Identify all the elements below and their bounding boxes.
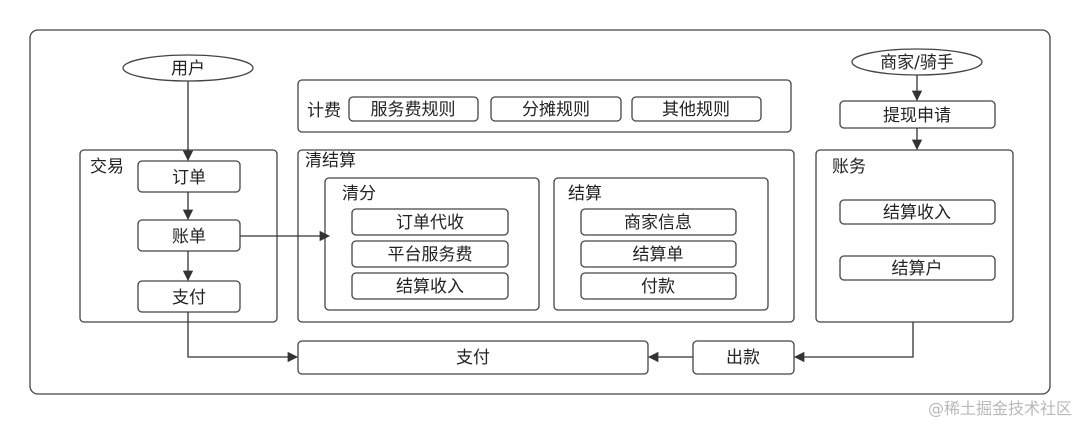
clearing-settlement-title: 清结算 — [305, 151, 356, 171]
settlement-item-1-label: 商家信息 — [624, 213, 692, 233]
settlement-item-2 — [580, 240, 737, 268]
settlement-title: 结算 — [568, 184, 602, 204]
billing-box — [297, 79, 792, 133]
order-label: 订单 — [172, 168, 206, 188]
outer-frame — [29, 29, 1051, 395]
clearing-group — [324, 177, 540, 311]
settlement-item-3 — [580, 272, 737, 300]
arrow-account-to-payout — [793, 322, 914, 363]
bill-label: 账单 — [172, 227, 206, 247]
account-item-2 — [839, 255, 996, 281]
settlement-group — [553, 177, 769, 311]
billing-rule-2 — [490, 96, 622, 122]
pay-left-label: 支付 — [172, 288, 206, 308]
clearing-settlement-group — [297, 149, 795, 323]
settlement-item-1 — [580, 208, 737, 236]
withdraw-request-label: 提现申请 — [883, 106, 951, 126]
settlement-item-3-label: 付款 — [641, 277, 675, 297]
clearing-item-3-label: 结算收入 — [396, 277, 464, 297]
pay-bottom-label: 支付 — [456, 348, 490, 368]
trade-group-title: 交易 — [90, 157, 124, 177]
account-item-2-label: 结算户 — [892, 259, 943, 279]
billing-rule-2-label: 分摊规则 — [522, 100, 590, 120]
payout-label: 出款 — [726, 348, 760, 368]
settlement-item-2-label: 结算单 — [633, 245, 684, 265]
user-label: 用户 — [171, 59, 205, 79]
billing-rule-3 — [631, 96, 762, 122]
clearing-item-1-label: 订单代收 — [396, 213, 464, 233]
account-group-title: 账务 — [832, 157, 866, 177]
account-item-1-label: 结算收入 — [883, 203, 951, 223]
account-item-1 — [839, 199, 996, 225]
clearing-title: 清分 — [342, 184, 376, 204]
clearing-item-2-label: 平台服务费 — [388, 245, 473, 265]
clearing-item-2 — [351, 240, 509, 268]
clearing-item-3 — [351, 272, 509, 300]
billing-rule-1 — [348, 96, 479, 122]
arrow-pay-to-bottom-pay — [187, 312, 299, 363]
billing-rule-3-label: 其他规则 — [662, 100, 730, 120]
clearing-item-1 — [351, 208, 509, 236]
billing-label: 计费 — [307, 101, 341, 121]
billing-rule-1-label: 服务费规则 — [371, 100, 456, 120]
merchant-rider-label: 商家/骑手 — [880, 53, 954, 73]
watermark-text: @稀土掘金技术社区 — [927, 399, 1072, 418]
